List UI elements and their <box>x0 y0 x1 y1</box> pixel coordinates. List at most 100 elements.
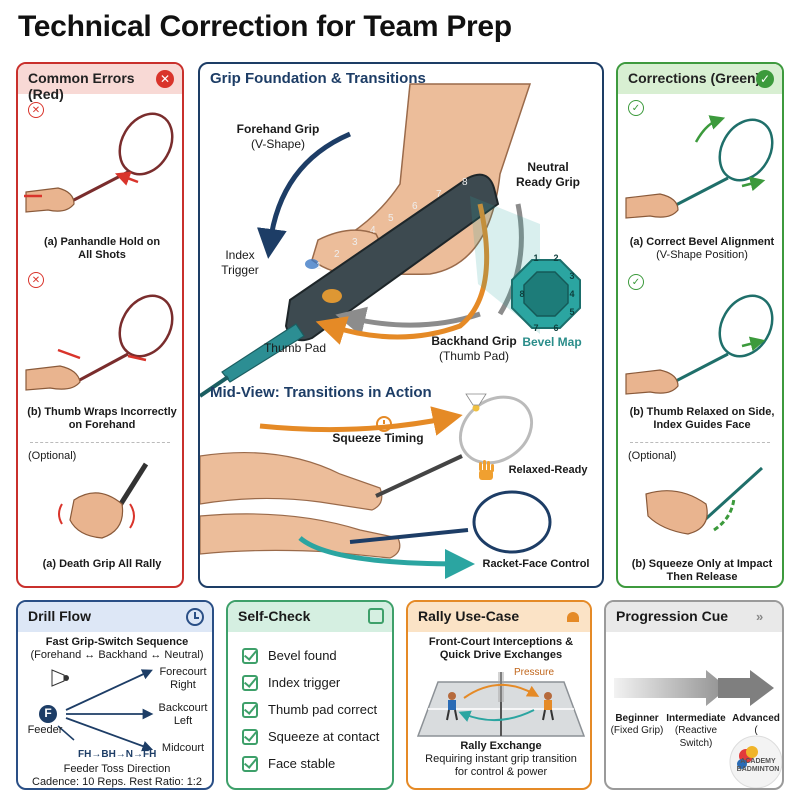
grip-illustration <box>200 83 581 579</box>
thumb-pad-highlight <box>322 289 342 303</box>
rally-court <box>416 672 586 737</box>
squeeze-timing-label: Squeeze Timing <box>332 431 424 445</box>
hand-icon <box>645 490 708 535</box>
racket-head-icon <box>472 490 552 554</box>
rally-header: Rally Use-Case <box>408 602 590 632</box>
backhand-arrow-icon <box>315 203 490 345</box>
correction-item-a-label: (a) Correct Bevel Alignment(V-Shape Posi… <box>629 236 775 261</box>
open-hand-icon <box>479 460 494 480</box>
check-icon[interactable] <box>242 674 258 691</box>
self-check-header: Self-Check <box>228 602 392 632</box>
x-circle-icon: ✕ <box>156 70 174 88</box>
feeder-letter: F <box>44 706 52 720</box>
bevel-number: 8 <box>519 289 525 299</box>
progression-cue-panel: Progression Cue » Beginner (Fixed Grip) … <box>604 600 784 790</box>
errors-illustrations <box>24 112 174 539</box>
check-item[interactable]: Face stable <box>242 750 379 777</box>
red-arrow-icon <box>127 354 147 362</box>
arm-icon <box>200 451 383 511</box>
check-icon[interactable] <box>242 755 258 772</box>
hand-icon <box>25 365 81 391</box>
bevel-number: 6 <box>553 323 559 333</box>
bevel-number: 7 <box>533 323 539 333</box>
drill-header: Drill Flow <box>18 602 212 632</box>
hand-icon <box>25 187 75 213</box>
handle-number: 2 <box>334 249 340 260</box>
clock-icon <box>186 608 204 626</box>
correction-item-b-label: (b) Thumb Relaxed on Side,Index Guides F… <box>629 406 775 431</box>
academy-logo <box>729 735 782 788</box>
racket-head-icon <box>718 294 774 358</box>
stage-beginner-detail: (Fixed Grip) <box>610 725 664 736</box>
shuttlecock-icon <box>465 393 487 412</box>
progress-arrow-icon <box>718 670 774 706</box>
racket-face-label: Racket-Face Control <box>482 558 590 570</box>
correct-check-icon: ✓ <box>628 274 644 290</box>
divider <box>630 442 770 443</box>
stage-advanced-detail: ( <box>754 725 758 736</box>
racket-shaft <box>75 352 129 384</box>
handle-number: 8 <box>462 177 468 188</box>
cadence-label: Cadence: 10 Reps. Rest Ratio: 1:2 <box>32 776 202 788</box>
arm-icon <box>200 513 401 559</box>
error-optional-label: (a) Death Grip All Rally <box>42 558 162 570</box>
feeder-label: Feeder <box>27 724 63 736</box>
check-circle-icon: ✓ <box>756 70 774 88</box>
optional-label: (Optional) <box>28 450 77 462</box>
rally-use-case-panel: Rally Use-Case Front-Court Interceptions… <box>406 600 592 790</box>
check-icon[interactable] <box>242 728 258 745</box>
error-x-icon: ✕ <box>28 102 44 118</box>
correct-check-icon: ✓ <box>628 100 644 116</box>
hand-icon <box>625 369 679 395</box>
checkbox-icon <box>368 608 384 624</box>
bevel-map-icon <box>511 259 581 329</box>
bevel-number: 3 <box>569 271 575 281</box>
bevel-map-label: Bevel Map <box>522 335 582 349</box>
grip-header: Grip Foundation & Transitions <box>210 70 426 87</box>
forehand-grip-label: Forehand Grip(V-Shape) <box>236 122 320 151</box>
racket-shaft <box>221 323 305 383</box>
error-x-icon: ✕ <box>28 272 44 288</box>
drill-subtitle: Fast Grip-Switch Sequence <box>45 636 189 648</box>
racket-head-icon <box>118 112 174 176</box>
pressure-label: Pressure <box>513 667 554 678</box>
check-icon[interactable] <box>242 647 258 664</box>
mid-view-header: Mid-View: Transitions in Action <box>210 384 432 401</box>
errors-panel: Common Errors (Red) ✕ ✕ (a) Panhandle Ho <box>16 62 184 588</box>
neutral-arrow-icon <box>497 203 524 316</box>
toss-direction-label: Feeder Toss Direction <box>63 763 171 775</box>
bevel-number: 4 <box>569 289 575 299</box>
check-item[interactable]: Squeeze at contact <box>242 723 379 750</box>
divider <box>30 442 170 443</box>
corrections-illustrations <box>625 115 774 535</box>
backhand-grip-label: Backhand Grip(Thumb Pad) <box>431 334 517 363</box>
check-item[interactable]: Thumb pad correct <box>242 696 379 723</box>
grip-flow-sequence: FH→BH→N→FH <box>78 749 157 760</box>
racket-head-icon <box>118 294 174 358</box>
stopwatch-icon <box>376 416 392 432</box>
hand-icon <box>625 193 679 219</box>
grip-panel: Grip Foundation & Transitions <box>198 62 604 588</box>
bevel-number: 2 <box>553 253 559 263</box>
stage-advanced: Advanced <box>732 713 780 724</box>
check-item[interactable]: Bevel found <box>242 642 379 669</box>
handle-number: 5 <box>388 213 394 224</box>
bevel-number: 1 <box>533 253 539 263</box>
handle-number: 7 <box>436 189 442 200</box>
player-icon <box>542 692 554 721</box>
green-arrow-icon <box>741 336 766 352</box>
check-item[interactable]: Index trigger <box>242 669 379 696</box>
stage-beginner: Beginner <box>615 713 659 724</box>
red-arrow-icon <box>114 171 139 186</box>
check-icon[interactable] <box>242 701 258 718</box>
green-arrow-icon <box>694 115 726 143</box>
handle-number: 1 <box>316 261 322 272</box>
optional-label: (Optional) <box>628 450 677 462</box>
